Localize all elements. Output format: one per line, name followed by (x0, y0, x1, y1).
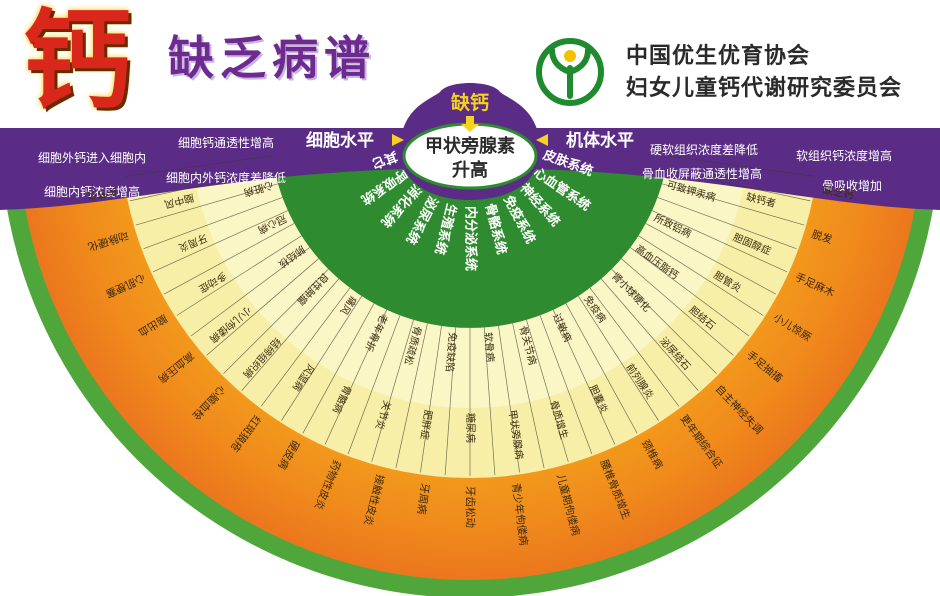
connector-line (281, 295, 362, 421)
connector-line (152, 210, 289, 273)
band-right-2: 软组织钙浓度增高 (796, 148, 892, 163)
connector-line (135, 183, 278, 226)
mid-disease-11: 肥胖症 (418, 409, 435, 441)
connector-line (552, 309, 616, 445)
system-green-ring (270, 128, 670, 328)
outer-disease-2: 脱发 (810, 228, 834, 247)
connector-line (164, 223, 295, 295)
connector-line (260, 287, 351, 407)
connector-line (395, 323, 428, 469)
organization-name-line1: 中国优生优育协会 (626, 44, 811, 69)
connector-line (638, 235, 764, 316)
connector-line (578, 295, 659, 421)
center-main-line1: 甲状旁腺素 (425, 135, 515, 157)
band-left-1: 细胞钙通透性增高 (178, 135, 274, 150)
band-right-1: 硬软组织浓度差降低 (650, 142, 758, 157)
center-main-line2: 升高 (452, 159, 488, 181)
connector-line (565, 303, 638, 434)
outer-disease-23: 关节炎 (85, 184, 119, 202)
page-title: 缺乏病谱 (168, 31, 376, 85)
connector-line (241, 278, 340, 391)
mid-disease-10: 糖尿病 (464, 413, 477, 443)
connector-line (125, 155, 272, 177)
connector-line (324, 309, 388, 445)
connector-line (611, 268, 717, 374)
connector-line (190, 247, 310, 337)
connector-line (347, 315, 401, 455)
down-arrow-icon (461, 116, 479, 132)
connector-line (645, 223, 776, 295)
band-left-2: 细胞外钙进入细胞内 (38, 151, 146, 165)
connector-line (600, 278, 699, 391)
connector-line (589, 287, 680, 407)
organization-name-line2: 妇女儿童钙代谢研究委员会 (626, 76, 903, 101)
connector-line (444, 327, 457, 476)
connector-line (621, 258, 734, 356)
connector-line (420, 325, 442, 473)
connector-line (176, 235, 302, 316)
band-left-4: 细胞内钙浓度增高 (44, 184, 140, 199)
connector-line (129, 169, 275, 202)
inner-disease-9: 免疫缺陷 (443, 332, 459, 373)
system-label-6: 内分泌系统 (463, 206, 479, 271)
outer-disease-13: 牙周病 (415, 482, 432, 515)
top-purple-band (0, 128, 940, 210)
connector-line (302, 303, 375, 434)
outer-disease-12: 牙齿松动 (464, 486, 477, 528)
connector-line (483, 327, 496, 476)
connector-line (651, 210, 788, 273)
band-right-3: 骨血收屏蔽通透性增高 (642, 166, 762, 181)
connector-line (512, 323, 545, 469)
connector-line (223, 268, 329, 374)
inner-disease-8: 软骨病 (482, 332, 498, 363)
connector-line (668, 155, 815, 177)
connector-line (630, 247, 750, 337)
connector-line (371, 319, 414, 462)
center-top-label: 缺钙 (451, 91, 489, 114)
connector-line (539, 315, 593, 455)
center-left-label: 细胞水平 (306, 130, 374, 151)
association-logo (536, 38, 604, 106)
outer-disease-1: 缺乏钙 (822, 183, 856, 201)
band-left-3: 细胞内外钙浓度差降低 (166, 170, 286, 185)
connector-line (657, 197, 797, 250)
calcium-character-logo: 钙 (22, 0, 131, 124)
connector-line (665, 169, 811, 202)
band-right-4: 骨吸收增加 (822, 179, 882, 193)
center-right-label: 机体水平 (566, 130, 634, 151)
connector-line (206, 258, 319, 356)
connector-line (662, 183, 805, 226)
connector-line (143, 197, 283, 250)
connector-line (526, 319, 569, 462)
left-arrow-icon (392, 134, 404, 146)
connector-line (498, 325, 520, 473)
right-arrow-icon (536, 134, 548, 146)
